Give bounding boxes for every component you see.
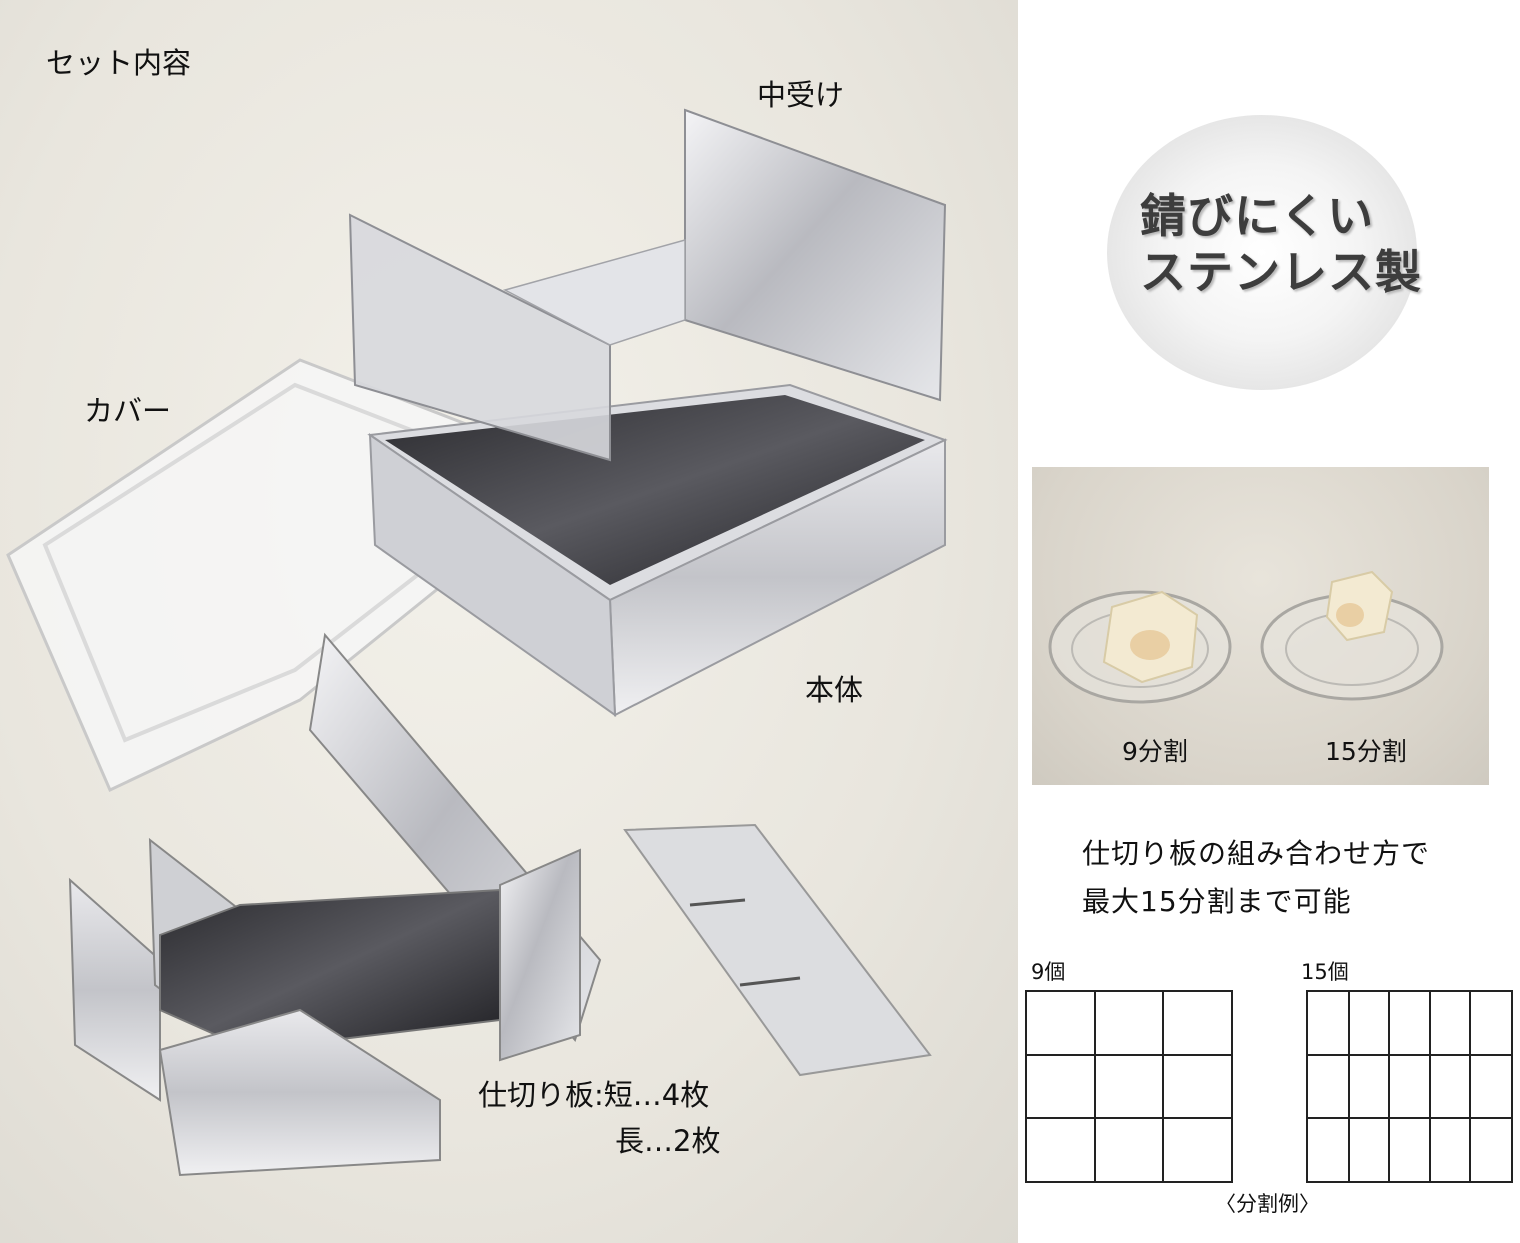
inset-label-15: 15分割 bbox=[1325, 737, 1407, 766]
body-box-left bbox=[368, 433, 617, 717]
grid-line-horizontal bbox=[1308, 1117, 1511, 1119]
stainless-badge-text: 錆びにくい ステンレス製 bbox=[1140, 188, 1422, 300]
product-photo: セット内容 中受け カバー 本体 仕切り板:短…4枚 長…2枚 bbox=[0, 0, 1018, 1243]
grid-line-vertical bbox=[1094, 992, 1096, 1181]
inner-tray-back bbox=[348, 213, 611, 462]
grid-15-diagram bbox=[1306, 990, 1513, 1183]
grid-9-diagram bbox=[1025, 990, 1233, 1183]
grid-line-vertical bbox=[1429, 992, 1431, 1181]
inset-label-9: 9分割 bbox=[1122, 737, 1188, 766]
jelly-photo-inset: 9分割 15分割 bbox=[1032, 467, 1489, 785]
divider-slit bbox=[689, 898, 746, 907]
dividers-label-line2: 長…2枚 bbox=[615, 1124, 721, 1158]
grid-line-horizontal bbox=[1308, 1054, 1511, 1056]
inner-tray-front bbox=[684, 108, 947, 402]
badge-line2: ステンレス製 bbox=[1140, 245, 1422, 299]
body-label: 本体 bbox=[805, 673, 864, 707]
jelly-filling bbox=[1130, 630, 1170, 660]
divider-slit bbox=[739, 976, 801, 987]
inner-tray-label: 中受け bbox=[757, 78, 845, 112]
division-example-caption: 〈分割例〉 bbox=[1215, 1192, 1320, 1216]
dividers-label-line1: 仕切り板:短…4枚 bbox=[478, 1078, 710, 1112]
grid9-title: 9個 bbox=[1031, 960, 1066, 984]
stainless-set-illustration bbox=[6, 108, 948, 1177]
grid-line-vertical bbox=[1469, 992, 1471, 1181]
set-contents-title: セット内容 bbox=[46, 46, 192, 80]
grid-line-horizontal bbox=[1027, 1054, 1231, 1056]
description-line1: 仕切り板の組み合わせ方で bbox=[1082, 837, 1431, 870]
jelly-filling bbox=[1336, 603, 1364, 627]
inner-tray-base bbox=[502, 239, 686, 346]
jelly-dishes-illustration bbox=[1048, 570, 1444, 704]
body-box-inner bbox=[385, 395, 925, 585]
grid15-title: 15個 bbox=[1301, 960, 1349, 984]
badge-line1: 錆びにくい bbox=[1140, 189, 1375, 243]
divider-long-2 bbox=[623, 823, 932, 1077]
divider-short-1 bbox=[68, 877, 161, 1102]
divider-short-3 bbox=[158, 1008, 441, 1177]
description-line2: 最大15分割まで可能 bbox=[1082, 885, 1352, 918]
grid-line-horizontal bbox=[1027, 1117, 1231, 1119]
grid-line-vertical bbox=[1348, 992, 1350, 1181]
grid-line-vertical bbox=[1388, 992, 1390, 1181]
stainless-badge bbox=[1107, 115, 1417, 390]
grid-line-vertical bbox=[1162, 992, 1164, 1181]
cover-label: カバー bbox=[84, 394, 172, 428]
divider-short-4 bbox=[499, 848, 581, 1062]
